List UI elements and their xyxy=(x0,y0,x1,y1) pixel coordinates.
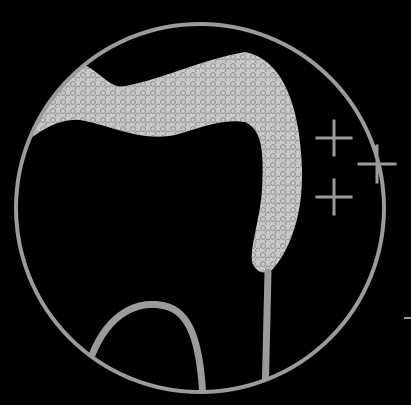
sparkle-plus-icon xyxy=(317,121,351,155)
sparkle-plus-icon xyxy=(359,146,395,182)
sparkle-plus-icon xyxy=(317,180,351,214)
